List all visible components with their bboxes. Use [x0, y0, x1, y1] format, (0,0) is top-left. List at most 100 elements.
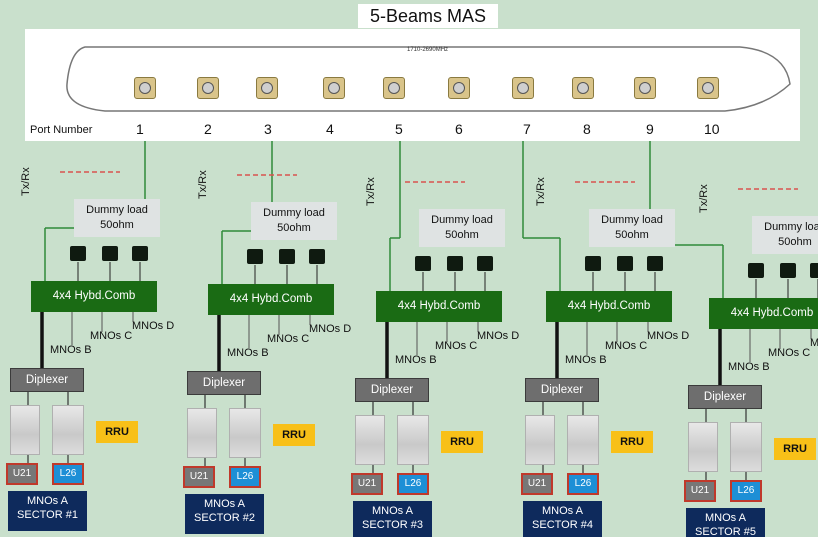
sector-box: MNOs A SECTOR #2: [185, 494, 264, 534]
dummy-load-block: [748, 263, 764, 278]
port-connector-icon: [512, 77, 534, 99]
mnos-c-label: MNOs C: [90, 330, 133, 342]
dummy-load-block: [279, 249, 295, 264]
dummy-load-block: [617, 256, 633, 271]
diplexer-box: Diplexer: [355, 378, 429, 402]
mnos-d-label: MNOs D: [477, 330, 520, 342]
rru-label: RRU: [611, 431, 653, 453]
port-number: 2: [204, 121, 212, 137]
dummy-load-box: Dummy load 50ohm: [74, 199, 160, 237]
diagram-title: 5-Beams MAS: [358, 4, 498, 28]
sector-operator-label: MNOs A: [542, 505, 583, 517]
dummy-load-ohm-label: 50ohm: [445, 229, 479, 241]
l26-badge: L26: [567, 473, 599, 495]
dummy-load-block: [70, 246, 86, 261]
port-number: 3: [264, 121, 272, 137]
port-number: 9: [646, 121, 654, 137]
mnos-d-label: MNOs D: [132, 320, 175, 332]
dummy-load-box: Dummy load 50ohm: [419, 209, 505, 247]
mnos-d-label: MNOs D: [647, 330, 690, 342]
mnos-d-label: MNOs D: [810, 337, 818, 349]
antenna-model-label: 1710-2690MHz: [407, 47, 449, 53]
l26-badge: L26: [730, 480, 762, 502]
diplexer-box: Diplexer: [187, 371, 261, 395]
dummy-load-block: [102, 246, 118, 261]
dummy-load-block: [309, 249, 325, 264]
l26-badge: L26: [229, 466, 261, 488]
mnos-b-label: MNOs B: [50, 344, 92, 356]
hybrid-combiner: 4x4 Hybd.Comb: [376, 291, 502, 322]
dummy-load-label: Dummy load: [431, 214, 493, 226]
u21-badge: U21: [684, 480, 716, 502]
antenna-outline: [66, 46, 791, 112]
diplexer-box: Diplexer: [688, 385, 762, 409]
u21-badge: U21: [521, 473, 553, 495]
port-connector-icon: [134, 77, 156, 99]
hybrid-combiner: 4x4 Hybd.Comb: [709, 298, 818, 329]
radio-unit-icon: [730, 422, 762, 472]
rru-label: RRU: [774, 438, 816, 460]
mnos-b-label: MNOs B: [395, 354, 437, 366]
dummy-load-block: [477, 256, 493, 271]
sector-number-label: SECTOR #1: [17, 509, 78, 521]
port-number: 7: [523, 121, 531, 137]
port-number: 10: [704, 121, 720, 137]
txrx-label: Tx/Rx: [698, 184, 710, 213]
mnos-c-label: MNOs C: [435, 340, 478, 352]
txrx-label: Tx/Rx: [535, 177, 547, 206]
port-number: 4: [326, 121, 334, 137]
sector-number-label: SECTOR #2: [194, 512, 255, 524]
dummy-load-label: Dummy load: [764, 221, 818, 233]
port-number: 6: [455, 121, 463, 137]
dummy-load-block: [647, 256, 663, 271]
radio-unit-icon: [525, 415, 555, 465]
port-number: 5: [395, 121, 403, 137]
dummy-load-label: Dummy load: [86, 204, 148, 216]
radio-unit-icon: [52, 405, 84, 455]
port-connector-icon: [383, 77, 405, 99]
radio-unit-icon: [187, 408, 217, 458]
port-number-label: Port Number: [30, 124, 93, 136]
diplexer-box: Diplexer: [525, 378, 599, 402]
radio-unit-icon: [355, 415, 385, 465]
sector-operator-label: MNOs A: [705, 512, 746, 524]
port-number: 1: [136, 121, 144, 137]
l26-badge: L26: [52, 463, 84, 485]
dummy-load-ohm-label: 50ohm: [277, 222, 311, 234]
port-connector-icon: [634, 77, 656, 99]
mnos-b-label: MNOs B: [565, 354, 607, 366]
sector-operator-label: MNOs A: [372, 505, 413, 517]
radio-unit-icon: [688, 422, 718, 472]
port-connector-icon: [448, 77, 470, 99]
sector-box: MNOs A SECTOR #4: [523, 501, 602, 537]
sector-operator-label: MNOs A: [204, 498, 245, 510]
dummy-load-ohm-label: 50ohm: [778, 236, 812, 248]
dummy-load-ohm-label: 50ohm: [615, 229, 649, 241]
dummy-load-box: Dummy load 50ohm: [752, 216, 818, 254]
sector-operator-label: MNOs A: [27, 495, 68, 507]
mnos-b-label: MNOs B: [227, 347, 269, 359]
radio-unit-icon: [567, 415, 599, 465]
sector-number-label: SECTOR #4: [532, 519, 593, 531]
rru-label: RRU: [96, 421, 138, 443]
l26-badge: L26: [397, 473, 429, 495]
port-connector-icon: [697, 77, 719, 99]
hybrid-combiner: 4x4 Hybd.Comb: [208, 284, 334, 315]
dummy-load-block: [447, 256, 463, 271]
radio-unit-icon: [229, 408, 261, 458]
hybrid-combiner: 4x4 Hybd.Comb: [546, 291, 672, 322]
txrx-label: Tx/Rx: [20, 167, 32, 196]
u21-badge: U21: [351, 473, 383, 495]
dummy-load-block: [585, 256, 601, 271]
dummy-load-ohm-label: 50ohm: [100, 219, 134, 231]
radio-unit-icon: [10, 405, 40, 455]
txrx-label: Tx/Rx: [197, 170, 209, 199]
